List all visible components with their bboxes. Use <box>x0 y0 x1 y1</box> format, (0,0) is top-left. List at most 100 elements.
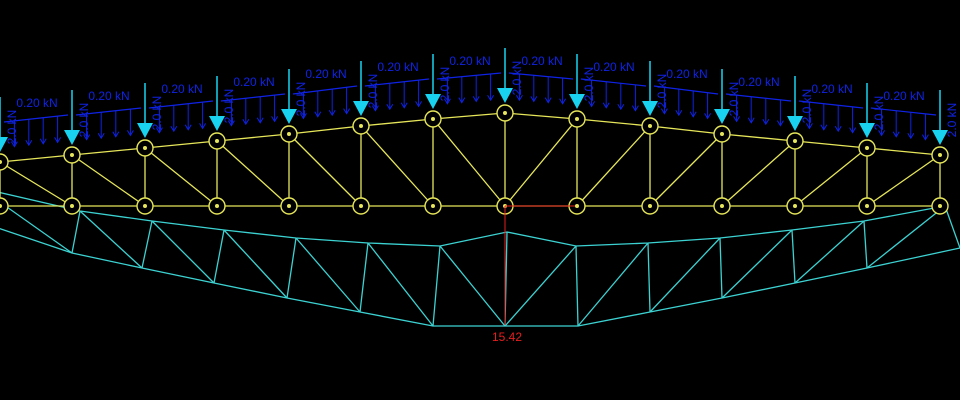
distributed-load-arrow-head <box>820 124 828 131</box>
distributed-load-arrow-head <box>54 137 62 144</box>
point-load-arrow-head <box>932 130 948 145</box>
distributed-load-label: 0.20 kN <box>666 67 707 81</box>
point-load-label: 2.0 kN <box>294 82 308 117</box>
distributed-load-arrow-head <box>892 131 900 138</box>
deformed-diagonal-member <box>367 242 434 327</box>
deformed-vertical-member <box>647 242 651 313</box>
truss-node-center <box>0 204 2 208</box>
point-load-arrow-head <box>859 123 875 138</box>
original-diagonal-member <box>794 147 868 207</box>
distributed-load-arrow-head <box>328 109 336 117</box>
distributed-load-arrow-head <box>155 127 163 134</box>
original-truss <box>0 112 941 207</box>
distributed-load-arrow-head <box>39 138 47 145</box>
point-load-label: 2.0 kN <box>727 82 741 117</box>
point-load-label: 2.0 kN <box>438 67 452 102</box>
distributed-load-arrow-head <box>515 94 523 102</box>
truss-node-center <box>431 117 435 121</box>
point-load-arrow-head <box>281 109 297 124</box>
truss-node-center <box>70 153 74 157</box>
original-diagonal-member <box>0 161 73 207</box>
point-load-arrow-head <box>209 116 225 131</box>
point-load-arrow-head <box>0 137 8 152</box>
distributed-load-label: 0.20 kN <box>811 82 852 96</box>
original-top-chord <box>0 112 941 163</box>
truss-node-center <box>865 146 869 150</box>
truss-node-center <box>70 204 74 208</box>
truss-node-center <box>575 204 579 208</box>
point-load-arrow-head <box>569 94 585 109</box>
distributed-load-arrow-head <box>487 94 495 102</box>
distributed-load-arrow-head <box>242 118 250 126</box>
point-load-label: 2.0 kN <box>510 61 524 96</box>
truss-node-center <box>938 204 942 208</box>
point-load-label: 2.0 kN <box>77 103 91 138</box>
distributed-load-arrow-head <box>299 113 307 120</box>
truss-node[interactable] <box>0 197 9 215</box>
distributed-load-arrow-head <box>10 141 18 148</box>
point-load-label: 2.0 kN <box>582 67 596 102</box>
distributed-load-arrow-head <box>675 109 683 117</box>
distributed-load-arrow-head <box>112 131 120 138</box>
original-diagonal-member <box>721 140 796 207</box>
truss-node-center <box>720 204 724 208</box>
distributed-load-label: 0.20 kN <box>593 60 634 74</box>
truss-node-center <box>938 153 942 157</box>
truss-node-center <box>720 132 724 136</box>
original-diagonal-member <box>866 154 941 207</box>
distributed-load-label: 0.20 kN <box>233 75 274 89</box>
distributed-load-label: 0.20 kN <box>305 67 346 81</box>
truss-node-center <box>648 124 652 128</box>
deformed-vertical-member <box>791 229 796 284</box>
distributed-load-arrow-head <box>776 120 784 127</box>
deformed-vertical-member <box>719 237 723 299</box>
point-load-arrow-head <box>425 94 441 109</box>
deformed-diagonal-member <box>794 220 865 284</box>
distributed-load-arrow-head <box>83 134 91 141</box>
deformed-vertical-member <box>141 220 153 269</box>
point-load-label: 2.0 kN <box>150 96 164 131</box>
distributed-load-arrow-head <box>762 118 770 126</box>
distributed-load-arrow-head <box>631 105 639 112</box>
original-diagonal-member <box>576 125 651 207</box>
deformed-diagonal-member <box>649 237 721 313</box>
distributed-load-arrow-head <box>849 127 857 134</box>
distributed-load-arrow-head <box>878 130 886 137</box>
distributed-load-arrow-head <box>602 102 610 109</box>
original-diagonal-member <box>288 133 362 207</box>
point-load-arrow-head <box>64 130 80 145</box>
original-diagonal-member <box>144 147 218 207</box>
distributed-load-label: 0.20 kN <box>88 89 129 103</box>
point-load-arrow-head <box>642 101 658 116</box>
point-load-arrow-head <box>714 109 730 124</box>
distributed-load-arrow-head <box>458 97 466 104</box>
truss-nodes[interactable] <box>0 104 949 215</box>
distributed-load-arrow-head <box>660 108 668 115</box>
truss-node-center <box>143 204 147 208</box>
truss-node-center <box>503 111 507 115</box>
distributed-load-arrow-head <box>704 113 712 120</box>
distributed-load-arrow-head <box>170 125 178 133</box>
distributed-load-arrow-head <box>733 116 741 123</box>
distributed-load-arrow-head <box>25 139 33 147</box>
deformed-vertical-member <box>944 205 960 249</box>
deformed-vertical-member <box>863 220 868 269</box>
distributed-load-arrow-head <box>371 105 379 112</box>
distributed-load-arrow-head <box>617 103 625 111</box>
deformed-diagonal-member <box>151 220 215 284</box>
distributed-load-label: 0.20 kN <box>883 89 924 103</box>
truss-node[interactable] <box>0 153 9 171</box>
original-diagonal-member <box>432 118 506 207</box>
deformed-diagonal-member <box>295 237 361 313</box>
deformed-vertical-member <box>213 229 225 284</box>
truss-node-center <box>287 204 291 208</box>
deflection-dimension: 15.42 <box>492 205 575 344</box>
point-load-arrow-head <box>137 123 153 138</box>
distributed-loads: 0.20 kN 0.20 kN 0.20 kN 0.20 kN 0.20 kN 0.20 … <box>3 54 937 148</box>
distributed-load-arrow-head <box>184 124 192 131</box>
distributed-load-arrow-head <box>199 123 207 130</box>
truss-node-center <box>793 204 797 208</box>
distributed-load-label: 0.20 kN <box>161 82 202 96</box>
